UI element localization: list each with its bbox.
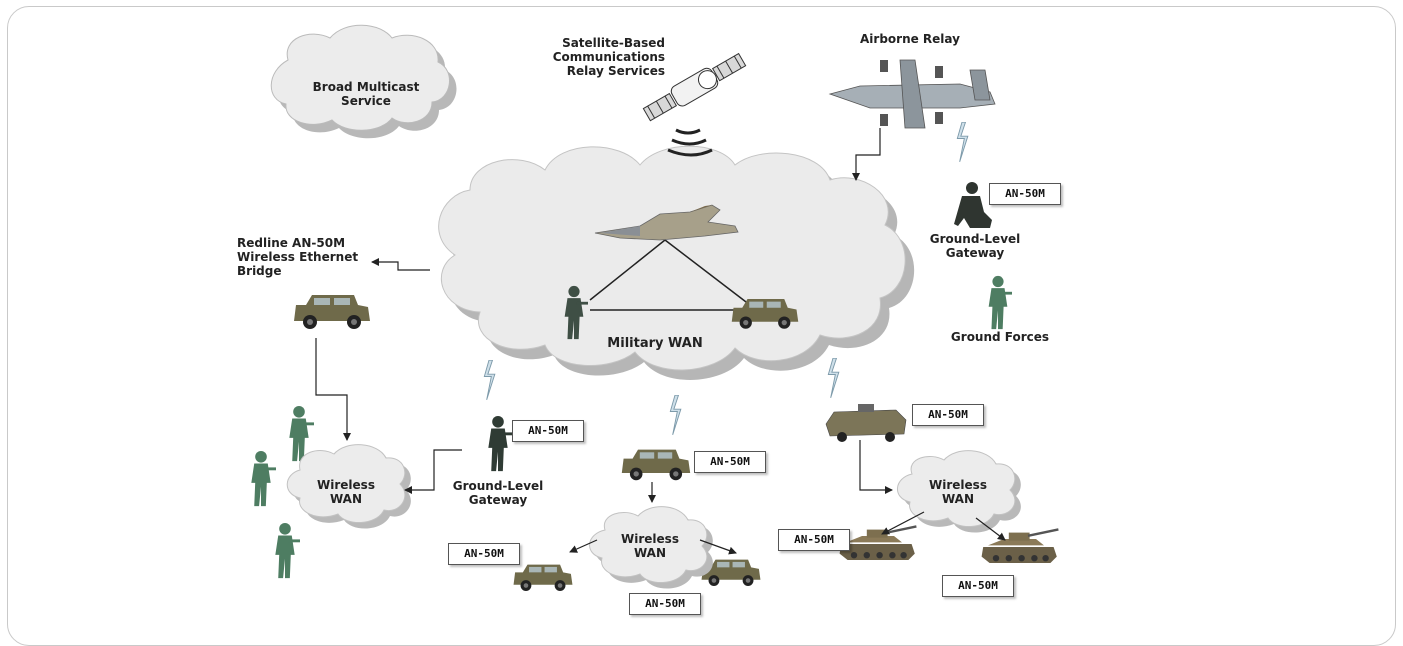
wireless-wan-center-label: Wireless WAN (621, 532, 679, 560)
broad-multicast-cloud (270, 24, 457, 139)
airborne-relay-label: Airborne Relay (860, 32, 960, 46)
gateway-soldier-right-icon (954, 182, 992, 228)
an50m-tag-tank-right: AN-50M (942, 575, 1014, 597)
fighter-jet-icon (594, 204, 739, 241)
an50m-tag-humvee-bottom-right: AN-50M (629, 593, 701, 615)
an50m-tag-tank-left: AN-50M (778, 529, 850, 551)
ground-forces-label: Ground Forces (950, 330, 1050, 344)
satellite-label: Satellite-Based Communications Relay Ser… (552, 36, 665, 78)
an50m-tag-gateway-right: AN-50M (989, 183, 1061, 205)
airborne-relay-plane-icon (828, 59, 996, 129)
military-wan-links (589, 239, 751, 311)
broad-multicast-label: Broad Multicast Service (312, 80, 420, 108)
an50m-tag-humvee-center: AN-50M (694, 451, 766, 473)
gateway-soldier-center-icon (488, 415, 513, 472)
wireless-wan-left-label: Wireless WAN (317, 478, 375, 506)
connectors (315, 128, 1006, 555)
satellite-icon (642, 52, 747, 157)
wireless-wan-cloud-left (286, 444, 411, 529)
bridge-humvee-icon (294, 295, 370, 329)
ground-gateway-center-label: Ground-Level Gateway (452, 479, 544, 507)
wireless-wan-cloud-right (897, 450, 1021, 533)
military-wan-label: Military WAN (607, 336, 703, 351)
an50m-tag-apc-right: AN-50M (912, 404, 984, 426)
ground-gateway-right-label: Ground-Level Gateway (929, 232, 1021, 260)
an50m-tag-humvee-bottom-left: AN-50M (448, 543, 520, 565)
wireless-wan-cloud-center (589, 506, 713, 589)
ground-forces-soldier-icon (988, 275, 1012, 330)
network-diagram (251, 24, 1060, 591)
vehicles (513, 404, 1060, 591)
an50m-tag-gateway-center: AN-50M (512, 420, 584, 442)
redline-bridge-label: Redline AN-50M Wireless Ethernet Bridge (237, 236, 359, 278)
wireless-wan-right-label: Wireless WAN (929, 478, 987, 506)
